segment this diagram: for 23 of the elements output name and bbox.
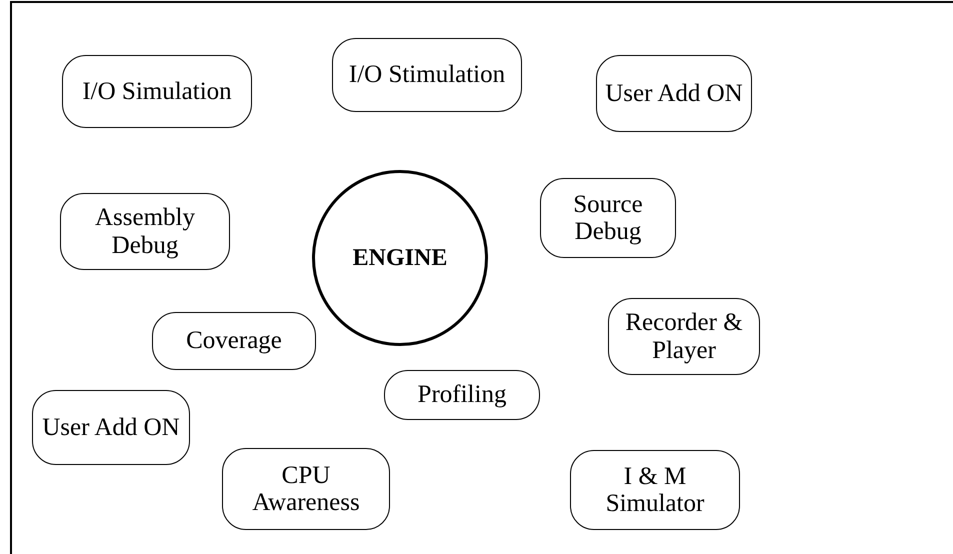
module-box xyxy=(608,298,760,375)
module-label: CPU Awareness xyxy=(251,462,361,516)
module-box xyxy=(60,193,230,270)
module-label: Profiling xyxy=(418,381,506,409)
module-box xyxy=(570,450,740,530)
module-label: Assembly Debug xyxy=(94,204,196,259)
module-box xyxy=(222,448,390,530)
module-label: I/O Simulation xyxy=(82,78,232,106)
engine-label: ENGINE xyxy=(352,244,448,272)
module-box xyxy=(384,370,540,420)
module-label: User Add ON xyxy=(605,80,743,108)
module-label: Recorder & Player xyxy=(624,309,744,364)
module-label: I/O Stimulation xyxy=(348,61,506,89)
module-label: I & M Simulator xyxy=(604,462,706,518)
module-box xyxy=(540,178,676,258)
module-label: User Add ON xyxy=(42,414,180,442)
module-box xyxy=(32,390,190,465)
module-box xyxy=(332,38,522,112)
module-box xyxy=(152,312,316,370)
module-box xyxy=(62,55,252,128)
module-label: Source Debug xyxy=(572,190,644,246)
module-label: Coverage xyxy=(186,327,282,355)
module-box xyxy=(596,55,752,132)
